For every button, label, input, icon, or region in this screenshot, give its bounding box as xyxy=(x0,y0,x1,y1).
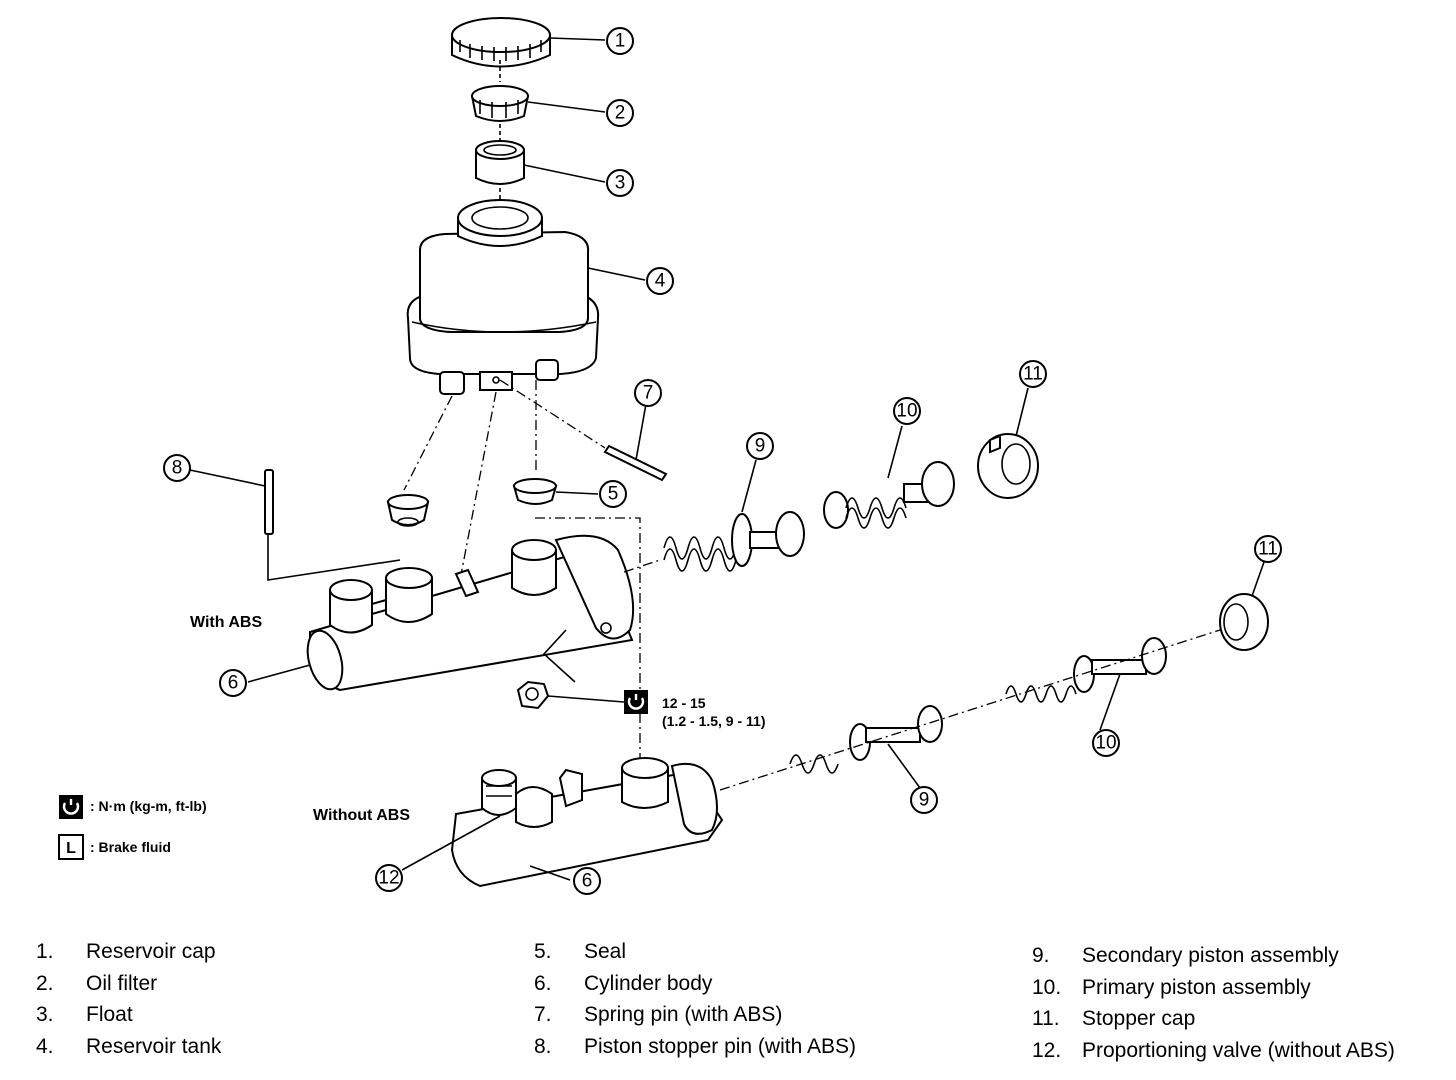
callout-11-with-abs: 11 xyxy=(1019,360,1047,388)
torque-key-text: : N·m (kg-m, ft-lb) xyxy=(90,798,207,814)
legend-item: 3.Float xyxy=(36,1003,133,1026)
legend-item: 7.Spring pin (with ABS) xyxy=(534,1003,783,1026)
legend-item: 2.Oil filter xyxy=(36,971,158,995)
callout-6-without-abs: 6 xyxy=(573,867,601,895)
seal-left xyxy=(386,494,430,527)
svg-text:10: 10 xyxy=(1095,733,1116,754)
callout-1: 1 xyxy=(606,27,634,55)
reservoir-tank xyxy=(406,199,600,395)
torque-units: (1.2 - 1.5, 9 - 11) xyxy=(662,713,766,729)
torque-key-icon xyxy=(59,795,83,819)
callout-2: 2 xyxy=(606,99,634,127)
cylinder-body-without-abs xyxy=(450,757,724,888)
svg-text:1: 1 xyxy=(615,31,626,52)
svg-text:10: 10 xyxy=(896,401,917,422)
secondary-piston-with-abs xyxy=(663,511,805,572)
with-abs-label: With ABS xyxy=(190,614,262,631)
callout-11-without-abs: 11 xyxy=(1254,535,1282,563)
svg-text:7: 7 xyxy=(643,383,654,404)
callout-9-with-abs: 9 xyxy=(746,432,774,460)
legend-item: 1.Reservoir cap xyxy=(36,940,216,963)
callout-9-without-abs: 9 xyxy=(910,786,938,814)
callout-3: 3 xyxy=(606,169,634,197)
svg-text:4: 4 xyxy=(655,271,666,292)
master-cylinder-exploded-diagram: 12 - 15 (1.2 - 1.5, 9 - 11) 1 2 xyxy=(58,17,1282,895)
stopper-cap-without-abs xyxy=(1219,593,1269,651)
legend-item: 8.Piston stopper pin (with ABS) xyxy=(534,1034,856,1058)
callout-12: 12 xyxy=(375,864,403,892)
svg-text:L: L xyxy=(66,840,76,857)
svg-text:12: 12 xyxy=(378,868,399,889)
legend-column-1: 1.Reservoir cap 2.Oil filter 3.Float 4.R… xyxy=(36,936,221,1062)
legend-item: 10.Primary piston assembly xyxy=(1032,975,1311,999)
torque-value: 12 - 15 xyxy=(662,695,706,711)
legend-item: 6.Cylinder body xyxy=(534,971,713,995)
legend-item: 5.Seal xyxy=(534,940,627,963)
svg-text:6: 6 xyxy=(582,871,593,892)
brake-fluid-key-icon: L xyxy=(58,834,84,860)
callout-8: 8 xyxy=(163,454,191,482)
legend-item: 11.Stopper cap xyxy=(1032,1007,1196,1030)
primary-piston-without-abs xyxy=(1005,637,1167,703)
callout-7: 7 xyxy=(634,379,662,407)
piston-stopper-pin xyxy=(264,469,274,535)
svg-text:9: 9 xyxy=(755,436,766,457)
stopper-cap-with-abs xyxy=(977,433,1039,499)
without-abs-label: Without ABS xyxy=(313,807,410,824)
torque-wrench-icon xyxy=(624,690,648,714)
svg-text:6: 6 xyxy=(228,673,239,694)
legend-item: 4.Reservoir tank xyxy=(36,1034,222,1058)
legend-column-2: 5.Seal 6.Cylinder body 7.Spring pin (wit… xyxy=(534,936,856,1062)
svg-text:5: 5 xyxy=(608,484,619,505)
svg-text:3: 3 xyxy=(615,173,626,194)
legend-column-3: 9.Secondary piston assembly 10.Primary p… xyxy=(1032,940,1395,1066)
callout-5: 5 xyxy=(599,480,627,508)
primary-piston-with-abs xyxy=(823,461,955,529)
svg-text:11: 11 xyxy=(1023,364,1043,385)
mounting-nut xyxy=(516,680,550,710)
seal xyxy=(512,478,558,505)
spring-pin xyxy=(603,444,668,482)
svg-text:2: 2 xyxy=(615,103,626,124)
cylinder-body-with-abs xyxy=(306,534,635,692)
svg-text:11: 11 xyxy=(1258,539,1278,560)
callout-4: 4 xyxy=(646,267,674,295)
callout-10-without-abs: 10 xyxy=(1092,729,1120,757)
svg-text:9: 9 xyxy=(919,790,930,811)
svg-text:8: 8 xyxy=(172,458,183,479)
brake-fluid-key-text: : Brake fluid xyxy=(90,839,171,855)
oil-filter xyxy=(470,85,530,122)
callout-10-with-abs: 10 xyxy=(893,397,921,425)
legend-item: 12.Proportioning valve (without ABS) xyxy=(1032,1038,1395,1062)
reservoir-cap xyxy=(451,17,551,68)
float xyxy=(475,140,525,185)
secondary-piston-without-abs xyxy=(789,705,943,774)
legend-item: 9.Secondary piston assembly xyxy=(1032,944,1339,967)
callout-6-with-abs: 6 xyxy=(219,669,247,697)
